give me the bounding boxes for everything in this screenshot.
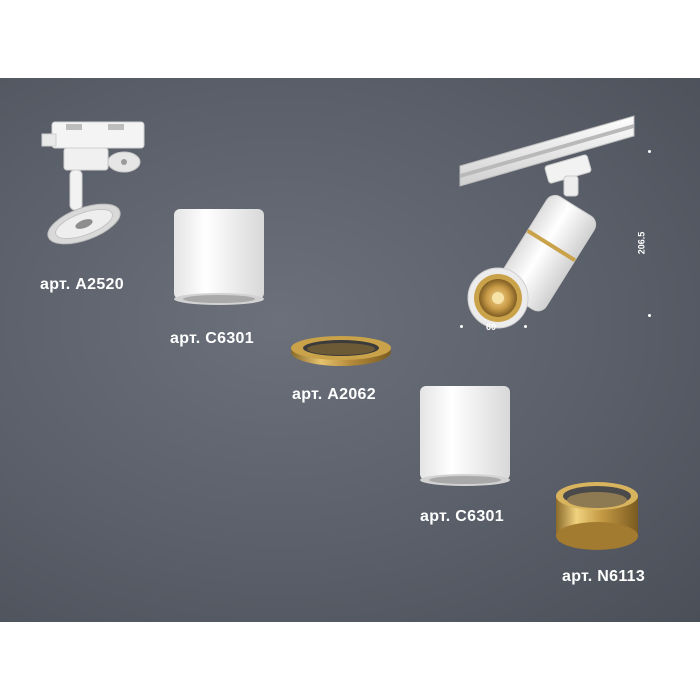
- dimension-dot: [648, 150, 651, 153]
- part-label-a2520: арт. A2520: [40, 276, 124, 293]
- assembled-track-spotlight-icon: [459, 115, 635, 329]
- height-dimension-label: 206.5: [636, 231, 647, 255]
- part-label-a2062: арт. A2062: [292, 386, 376, 403]
- white-cylinder-housing-icon: [174, 209, 264, 305]
- white-cylinder-housing-icon: [420, 386, 510, 486]
- gold-bezel-ring-icon: [556, 482, 638, 550]
- part-label-n6113: арт. N6113: [562, 568, 646, 585]
- gold-ring-icon: [291, 336, 391, 366]
- part-label-c6301-top: арт. C6301: [170, 330, 254, 347]
- track-adapter-icon: [41, 121, 145, 245]
- product-scheme: арт. A2520 арт. C6301 арт. A20: [0, 78, 700, 622]
- dimension-dot: [524, 325, 527, 328]
- width-dimension-label: 60: [486, 322, 497, 332]
- dimension-dot: [648, 314, 651, 317]
- dimension-dot: [460, 325, 463, 328]
- part-label-c6301-bottom: арт. C6301: [420, 508, 504, 525]
